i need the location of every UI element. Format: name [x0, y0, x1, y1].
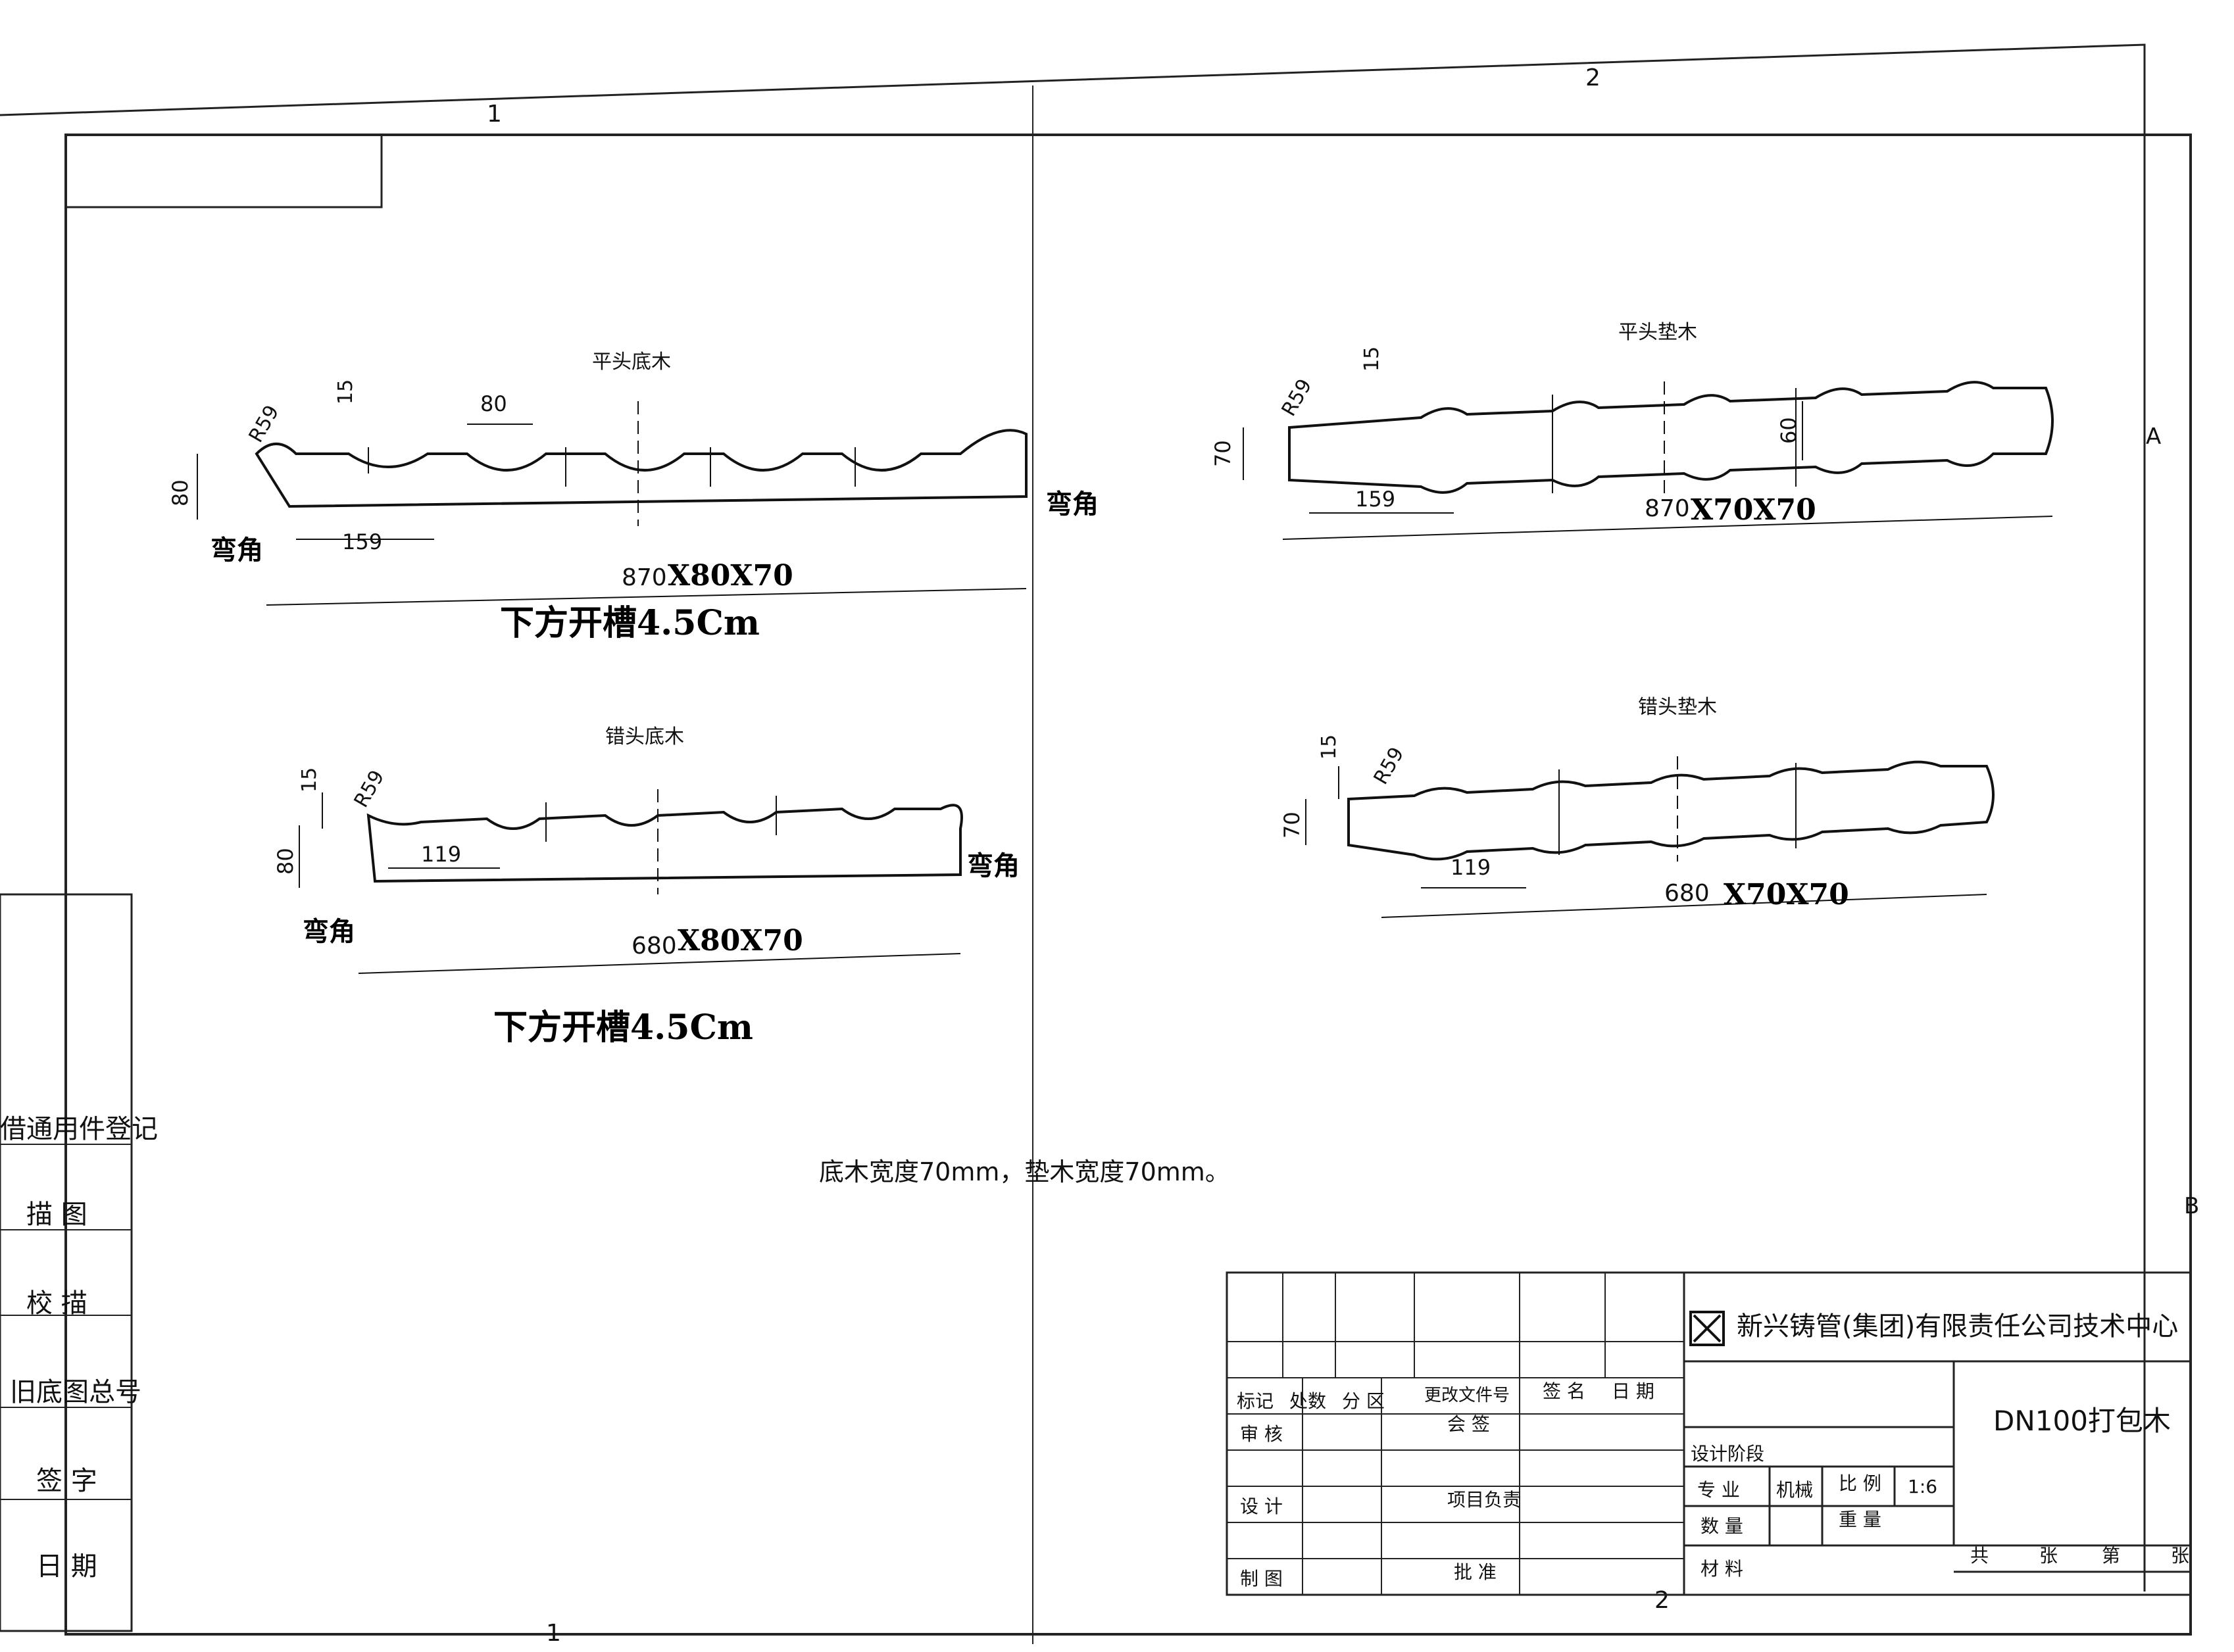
- width-note: 底木宽度70mm，垫木宽度70mm。: [819, 1157, 1230, 1186]
- label-total: 共: [1970, 1545, 1989, 1567]
- hand-size: X70X70: [1724, 878, 1849, 911]
- dimension-lines: [197, 424, 1027, 606]
- dim-680: 680: [1664, 880, 1710, 907]
- part-outline: [255, 429, 1028, 508]
- label-material: 材 料: [1700, 1558, 1743, 1580]
- label-sheet: 张: [2039, 1545, 2058, 1567]
- part-title: 平头垫木: [1618, 321, 1697, 344]
- hand-note-right-corner: 弯角: [1046, 489, 1099, 520]
- label-weight: 重 量: [1839, 1509, 1881, 1530]
- rev-header-file: 更改文件号: [1424, 1386, 1510, 1405]
- company-logo: [1689, 1311, 1725, 1346]
- dim-15: 15: [298, 767, 321, 792]
- dim-radius: R59: [350, 766, 389, 812]
- part-outline: [366, 804, 963, 883]
- dim-80-side: 80: [168, 479, 193, 506]
- label-approve: 批 准: [1454, 1561, 1497, 1583]
- dim-15: 15: [1360, 347, 1383, 372]
- part-title: 平头底木: [592, 351, 671, 374]
- dim-159: 159: [342, 529, 382, 554]
- part-stagger-base: 错头底木 R59 15 80 119 680 X80X70 弯角 弯角 下方开槽…: [273, 725, 1020, 1048]
- company-name: 新兴铸管(集团)有限责任公司技术中心: [1737, 1311, 2178, 1342]
- side-block-row-check: 校 描: [26, 1288, 87, 1319]
- label-drafting: 制 图: [1240, 1568, 1283, 1590]
- part-centerlines: [565, 401, 856, 526]
- part-outline: [1288, 381, 2054, 494]
- label-design: 设 计: [1240, 1495, 1283, 1517]
- rev-header-count: 处数: [1289, 1390, 1326, 1412]
- part-flat-base: 平头底木 R59 15 80 80 159 870 X80X70 弯角 弯角 下…: [168, 351, 1099, 643]
- part-stagger-pad: 错头垫木 R59 15 70 119 680 X70X70: [1279, 696, 1995, 918]
- label-project-lead: 项目负责: [1447, 1489, 1521, 1511]
- dim-680: 680: [632, 933, 677, 960]
- dim-70: 70: [1210, 440, 1235, 467]
- hand-size: X70X70: [1691, 493, 1816, 527]
- dimension-lines: [299, 792, 961, 974]
- sheet-frame: [0, 43, 2192, 1644]
- zone-marker-side-a: A: [2146, 424, 2161, 450]
- hand-note-slot: 下方开槽4.5Cm: [500, 603, 760, 643]
- dim-radius: R59: [245, 401, 284, 447]
- dim-radius: R59: [1278, 375, 1317, 420]
- dim-15: 15: [334, 379, 357, 404]
- dim-159: 159: [1355, 487, 1395, 512]
- side-registration-block: 借通用件登记 描 图 校 描 旧底图总号 签 字 日 期: [0, 893, 158, 1632]
- zone-marker-bottom-2: 2: [1654, 1587, 1670, 1614]
- dim-80-top: 80: [480, 391, 507, 416]
- zone-marker-top-2: 2: [1585, 64, 1601, 91]
- zone-marker-side-b: B: [2184, 1193, 2199, 1219]
- value-specialty: 机械: [1776, 1479, 1813, 1501]
- hand-size: X80X70: [678, 924, 803, 958]
- dim-15: 15: [1318, 735, 1341, 760]
- dim-60: 60: [1776, 417, 1801, 444]
- part-flat-pad: 平头垫木 R59 15 70 60 159 870 X70X70: [1210, 321, 2054, 540]
- dim-870: 870: [622, 564, 667, 591]
- rev-header-sign: 签 名: [1543, 1380, 1585, 1402]
- side-block-row-old-number: 旧底图总号: [10, 1377, 141, 1407]
- hand-note-right-corner: 弯角: [967, 850, 1020, 881]
- title-block: 新兴铸管(集团)有限责任公司技术中心 DN100打包木 标记 处数 分 区 更改…: [1226, 1271, 2192, 1596]
- label-specialty: 专 业: [1697, 1479, 1740, 1501]
- dimension-lines: [1243, 401, 2053, 540]
- zone-marker-bottom-1: 1: [546, 1620, 561, 1647]
- hand-note-left-corner: 弯角: [303, 916, 355, 947]
- part-centerlines: [545, 789, 777, 894]
- part-title: 错头垫木: [1638, 696, 1717, 719]
- label-design-stage: 设计阶段: [1691, 1443, 1764, 1465]
- part-centerlines: [1552, 381, 1797, 500]
- rev-header-date: 日 期: [1612, 1380, 1654, 1402]
- dim-80: 80: [273, 848, 298, 875]
- side-block-row-drawing: 描 图: [26, 1200, 87, 1230]
- label-scale: 比 例: [1839, 1472, 1881, 1494]
- side-block-row-date: 日 期: [36, 1551, 97, 1582]
- side-block-row-signature: 签 字: [36, 1466, 97, 1496]
- drawing-name: DN100打包木: [1993, 1405, 2171, 1437]
- hand-note-slot: 下方开槽4.5Cm: [493, 1008, 753, 1048]
- dimension-lines: [1305, 766, 1987, 918]
- hand-note-left-corner: 弯角: [211, 535, 263, 566]
- rev-header-zone: 分 区: [1342, 1390, 1385, 1412]
- part-title: 错头底木: [605, 725, 684, 748]
- side-block-title: 借通用件登记: [0, 1114, 158, 1144]
- zone-marker-top-1: 1: [487, 101, 502, 128]
- dim-radius: R59: [1370, 743, 1409, 789]
- part-outline: [1347, 760, 1995, 861]
- part-centerlines: [1558, 756, 1797, 862]
- value-scale: 1:6: [1908, 1476, 1937, 1497]
- dim-870: 870: [1645, 495, 1690, 522]
- rev-header-mark: 标记: [1237, 1390, 1274, 1412]
- dim-119: 119: [421, 842, 461, 867]
- label-review: 审 核: [1240, 1423, 1283, 1445]
- hand-size: X80X70: [668, 559, 793, 593]
- dim-119: 119: [1451, 855, 1491, 880]
- dim-70: 70: [1279, 812, 1304, 838]
- label-page-sheet: 张: [2171, 1545, 2189, 1567]
- label-quantity: 数 量: [1700, 1515, 1743, 1537]
- label-countersign: 会 签: [1447, 1413, 1490, 1435]
- label-page: 第: [2102, 1545, 2120, 1567]
